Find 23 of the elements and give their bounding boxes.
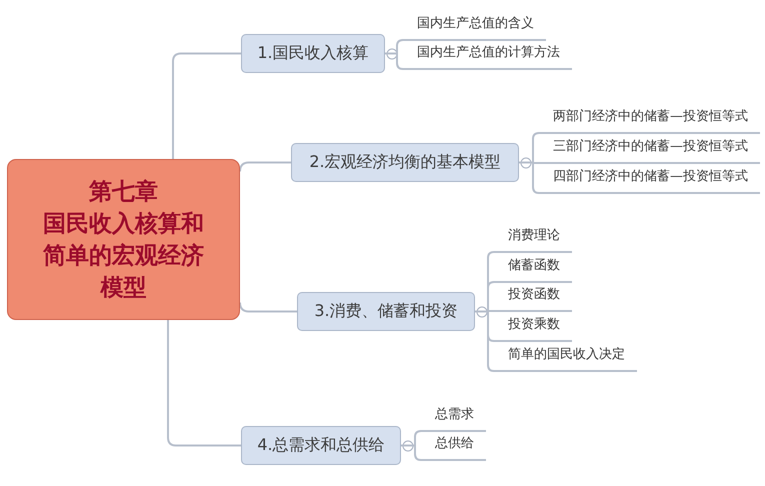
chapter-title: 国民收入核算和简单的宏观经济模型 [42, 210, 205, 302]
subtopic-label: 总需求 [421, 404, 486, 432]
subtopic-label: 消费理论 [494, 225, 572, 253]
chapter-heading: 第七章 [89, 178, 158, 206]
topic-box: 3.消费、储蓄和投资 [297, 292, 475, 331]
subtopic-label: 总供给 [421, 433, 486, 461]
subtopic-label: 储蓄函数 [494, 255, 572, 283]
subtopic-label: 三部门经济中的储蓄—投资恒等式 [539, 136, 760, 164]
topic-box: 2.宏观经济均衡的基本模型 [291, 143, 519, 182]
connector-line [167, 320, 241, 446]
connector-line [239, 162, 291, 172]
subtopic-label: 简单的国民收入决定 [494, 344, 637, 372]
subtopic-label: 国内生产总值的计算方法 [403, 42, 572, 70]
subtopic-label: 国内生产总值的含义 [403, 13, 546, 41]
subtopic-label: 投资乘数 [494, 314, 572, 342]
subtopic-label: 投资函数 [494, 284, 572, 312]
subtopic-label: 四部门经济中的储蓄—投资恒等式 [539, 166, 760, 194]
topic-box: 4.总需求和总供给 [241, 426, 401, 465]
topic-box: 1.国民收入核算 [241, 34, 385, 73]
connector-line [239, 302, 297, 312]
subtopic-label: 两部门经济中的储蓄—投资恒等式 [539, 106, 760, 134]
central-topic-box [7, 159, 240, 320]
connector-line [172, 52, 241, 159]
